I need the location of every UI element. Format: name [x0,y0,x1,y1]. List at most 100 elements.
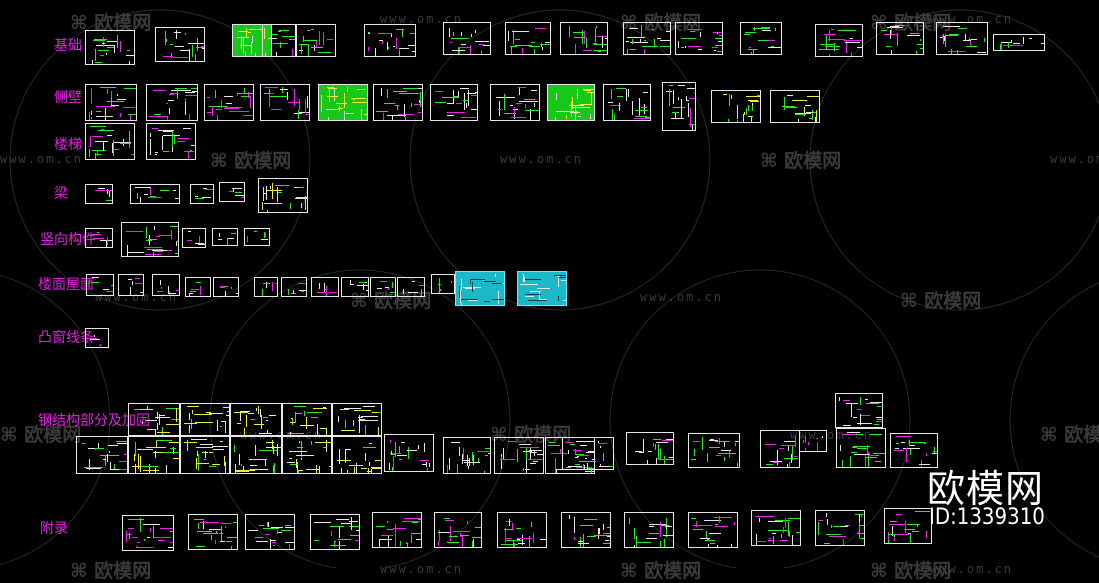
drawing-sheet [455,271,505,306]
drawing-sheet [835,393,883,428]
drawing-sheet [258,178,308,213]
drawing-sheet [146,84,198,121]
drawing-sheet [85,84,137,121]
watermark-brand: ⌘ 欧模网 [760,150,842,172]
drawing-sheet [85,184,113,204]
drawing-sheet [397,277,425,297]
drawing-sheet [497,512,547,548]
drawing-sheet [603,84,651,121]
drawing-sheet [372,512,422,548]
drawing-sheet [310,514,360,550]
watermark-brand: ⌘ 欧模网 [870,560,952,582]
drawing-sheet [626,432,674,465]
drawing-sheet [876,22,924,55]
row-label-appendix: 附录 [40,521,68,537]
drawing-sheet [443,22,491,55]
drawing-sheet [282,403,332,436]
drawing-sheet [180,436,230,474]
drawing-sheet [662,82,696,131]
row-label-bay-window: 凸窗线条 [38,330,94,346]
watermark-url: www.om.cn [1050,152,1099,166]
watermark-url: www.om.cn [500,152,584,166]
row-label-steel-structure: 钢结构部分及加固 [38,413,150,429]
drawing-sheet [230,436,282,474]
watermark-url: www.om.cn [930,562,1014,576]
drawing-sheet [505,22,551,55]
drawing-sheet [254,277,278,297]
drawing-sheet [282,436,332,474]
drawing-sheet [993,34,1045,51]
drawing-sheet [623,22,671,55]
watermark-url: www.om.cn [380,562,464,576]
drawing-sheet [384,434,434,472]
drawing-sheet [245,514,295,550]
drawing-sheet [799,430,827,452]
watermark-brand: ⌘ 欧模网 [70,560,152,582]
drawing-sheet [936,22,988,55]
drawing-sheet [517,271,567,306]
drawing-sheet [213,277,239,297]
drawing-sheet [260,84,310,121]
watermark-brand: ⌘ 欧模网 [900,290,982,312]
drawing-sheet [370,277,396,297]
drawing-sheet [180,403,230,436]
watermark-brand: ⌘ 欧模网 [620,560,702,582]
drawing-sheet [232,24,272,57]
drawing-sheet [118,274,144,296]
drawing-sheet [244,228,270,246]
model-id: ID:1339310 [929,505,1045,530]
drawing-sheet [281,277,307,297]
drawing-sheet [85,123,135,160]
drawing-sheet [204,84,254,121]
drawing-sheet [751,510,801,546]
drawing-sheet [262,24,296,57]
drawing-sheet [130,184,180,204]
row-label-floor-roof: 楼面屋面 [38,277,94,293]
drawing-sheet [185,277,211,297]
drawing-sheet [85,228,113,248]
row-label-stairs: 楼梯 [54,137,82,153]
drawing-sheet [431,274,455,294]
drawing-sheet [188,514,238,550]
drawing-sheet [711,90,761,123]
drawing-sheet [560,22,608,55]
drawing-sheet [430,84,478,121]
drawing-sheet [490,84,540,121]
drawing-sheet [341,277,369,297]
drawing-sheet [86,274,114,296]
drawing-sheet [122,515,174,551]
drawing-sheet [182,228,206,248]
row-label-beam: 梁 [54,186,68,202]
drawing-sheet [815,24,863,57]
drawing-sheet [296,24,336,57]
drawing-sheet [332,436,382,474]
drawing-sheet [434,512,482,548]
drawing-sheet [219,182,245,202]
watermark-url: www.om.cn [0,152,84,166]
drawing-sheet [740,22,782,55]
drawing-sheet [373,84,423,121]
drawing-sheet [190,184,214,204]
drawing-sheet [890,433,938,468]
watermark-brand: ⌘ 欧模网 [210,150,292,172]
drawing-sheet [443,437,491,474]
drawing-sheet [311,277,339,297]
drawing-sheet [85,328,109,348]
drawing-sheet [688,512,738,548]
watermark-url: www.om.cn [640,290,724,304]
drawing-sheet [624,512,674,548]
drawing-sheet [760,430,800,468]
drawing-sheet [128,436,180,474]
drawing-sheet [494,437,544,474]
drawing-sheet [128,403,180,436]
drawing-sheet [332,403,382,436]
row-label-vertical-members: 竖向构件 [40,232,96,248]
drawing-sheet [562,437,614,470]
drawing-sheet [212,228,238,246]
drawing-sheet [146,123,196,160]
drawing-sheet [836,428,886,468]
watermark-brand: ⌘ 欧模网 [1040,424,1099,446]
drawing-sheet [85,30,135,65]
drawing-sheet [121,222,179,257]
drawing-sheet [76,436,128,474]
